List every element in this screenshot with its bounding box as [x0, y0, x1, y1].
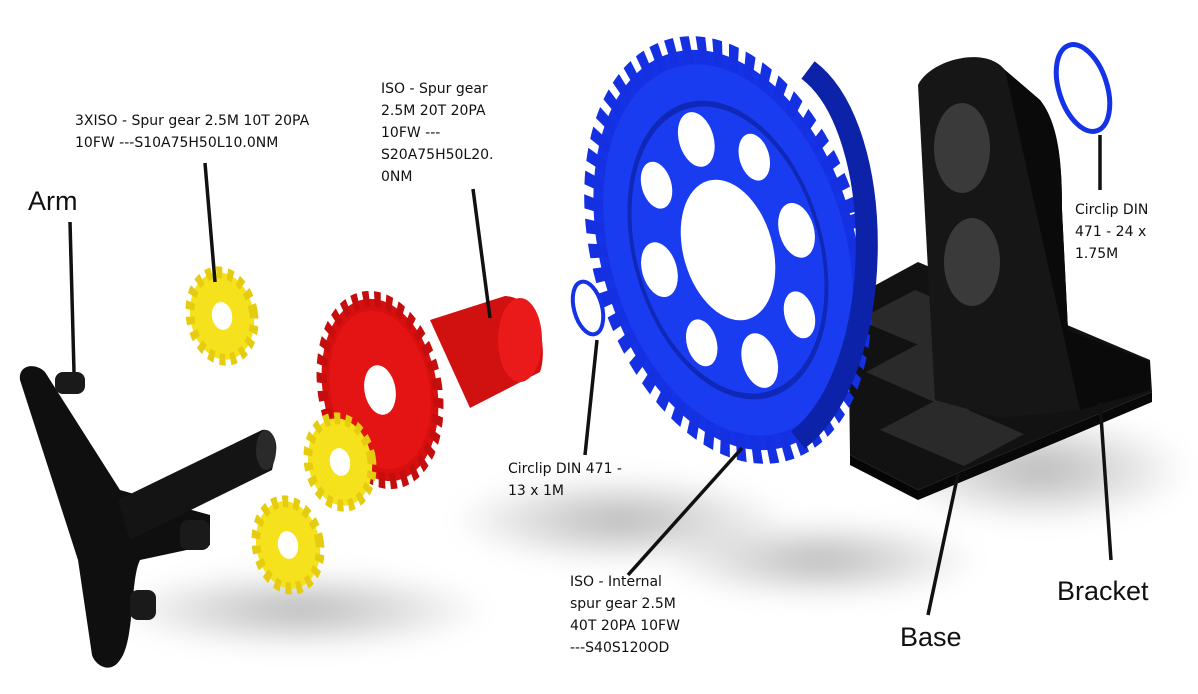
leader-arm: [68, 221, 76, 373]
circlip-large-part: [1053, 42, 1113, 134]
bracket-base-part: [848, 57, 1152, 500]
bracket-hole-upper: [934, 103, 990, 193]
label-spur-gear: ISO - Spur gear 2.5M 20T 20PA 10FW --- S…: [381, 81, 494, 185]
leader-small-gears: [203, 162, 217, 283]
floor-shadows: [110, 415, 1190, 650]
bracket-hole-lower: [944, 218, 1000, 306]
label-arm: Arm: [28, 186, 78, 216]
label-base: Base: [900, 622, 962, 652]
spur-gear-part: [316, 290, 543, 490]
leader-lines: [68, 135, 1113, 616]
label-bracket: Bracket: [1057, 576, 1149, 606]
arm-part: [19, 366, 277, 668]
circlip-small-part: [570, 279, 606, 337]
leader-base: [926, 473, 960, 616]
label-small-gears: 3XISO - Spur gear 2.5M 10T 20PA 10FW ---…: [75, 113, 310, 151]
leader-circlip-small: [583, 339, 599, 456]
leader-internal-gear: [626, 446, 744, 577]
small-gear-2: [303, 412, 377, 512]
base-slot-3: [880, 398, 1024, 466]
small-gear-3: [251, 495, 325, 595]
small-gear-1: [185, 266, 259, 366]
label-internal-gear: ISO - Internal spur gear 2.5M 40T 20PA 1…: [570, 574, 680, 656]
label-circlip-large: Circlip DIN 471 - 24 x 1.75M: [1075, 202, 1149, 262]
leader-spur-gear: [471, 188, 492, 319]
leader-bracket: [1098, 401, 1113, 561]
label-circlip-small: Circlip DIN 471 - 13 x 1M: [508, 461, 622, 499]
internal-gear-part: [584, 36, 878, 464]
